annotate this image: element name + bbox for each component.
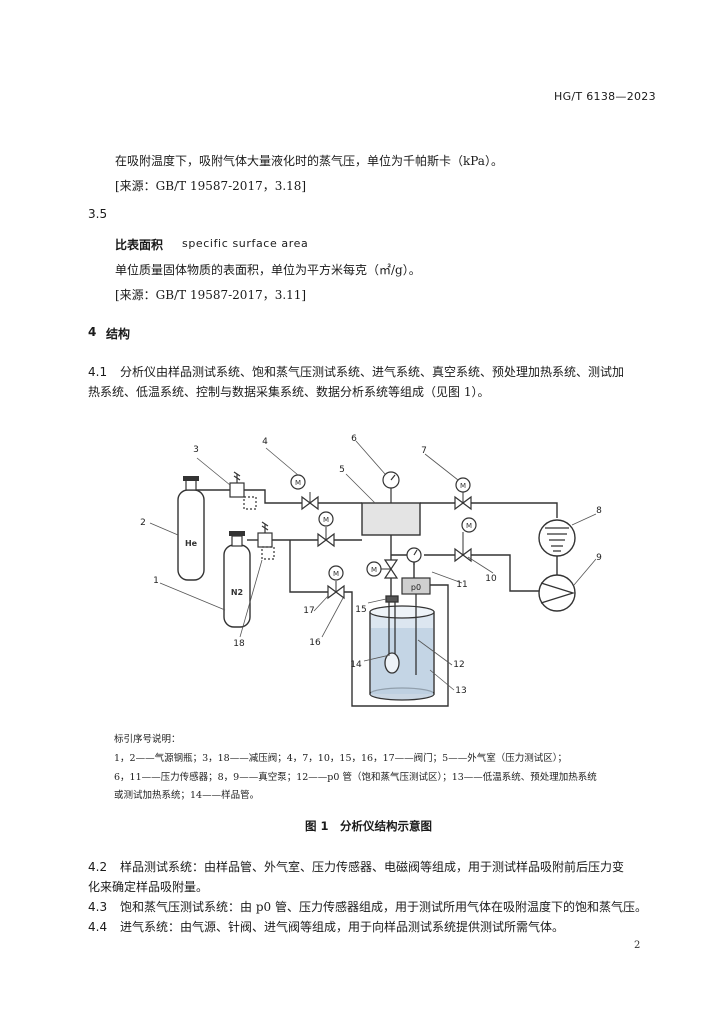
- dewar-vessel: [369, 605, 435, 701]
- definition-source: [来源：GB/T 19587-2017，3.18]: [115, 179, 307, 193]
- valve-17: [327, 565, 345, 600]
- sample-tube: [384, 595, 400, 674]
- vacuum-pump-9: [538, 574, 576, 612]
- legend-line-1: 1，2——气源钢瓶；3，18——减压阀；4，7，10，15，16，17——阀门；…: [114, 753, 567, 764]
- figure-caption: 分析仪结构示意图: [340, 819, 432, 833]
- callout-5: 5: [339, 465, 345, 475]
- callout-2: 2: [140, 518, 146, 528]
- callout-4: 4: [262, 437, 268, 447]
- page-number: 2: [634, 940, 641, 951]
- valve-n2-inlet: [317, 511, 335, 548]
- gas-cylinder-he: [177, 476, 205, 581]
- callout-6: 6: [351, 434, 357, 444]
- cylinder-he-label: He: [185, 539, 198, 548]
- clause-4-1-line2: 热系统、低温系统、控制与数据采集系统、数据分析系统等组成（见图 1）。: [88, 385, 490, 399]
- clause-number-4-3: 4.3: [88, 900, 108, 914]
- valve-7: [454, 477, 472, 511]
- callout-10: 10: [485, 574, 497, 584]
- clause-number-4-2: 4.2: [88, 860, 108, 874]
- pressure-regulator-3: [229, 471, 257, 510]
- clause-4-4-line1: 进气系统：由气源、针阀、进气阀等组成，用于向样品测试系统提供测试所需气体。: [120, 920, 565, 934]
- callout-11: 11: [456, 580, 467, 590]
- term-english: specific surface area: [182, 237, 309, 250]
- svg-text:M: M: [466, 522, 472, 530]
- callout-1: 1: [153, 576, 159, 586]
- clause-number-3-5: 3.5: [88, 207, 108, 221]
- legend-title: 标引序号说明：: [114, 734, 181, 745]
- callout-3: 3: [193, 445, 199, 455]
- legend-line-3: 或测试加热系统；14——样品管。: [114, 790, 260, 801]
- pressure-regulator-18: [257, 521, 275, 560]
- valve-4: [290, 474, 319, 511]
- clause-number-4-4: 4.4: [88, 920, 108, 934]
- callout-7: 7: [421, 446, 427, 456]
- p0-label: p0: [411, 583, 421, 592]
- gas-cylinder-n2: [223, 531, 251, 628]
- standard-number: HG/T 6138—2023: [554, 90, 656, 103]
- section-title: 结构: [106, 327, 131, 341]
- callout-15: 15: [355, 605, 366, 615]
- callout-13: 13: [455, 686, 466, 696]
- svg-text:M: M: [371, 566, 377, 574]
- clause-4-3-line1: 饱和蒸气压测试系统：由 p0 管、压力传感器组成，用于测试所用气体在吸附温度下的…: [120, 900, 647, 914]
- clause-4-2-line2: 化来确定样品吸附量。: [88, 880, 209, 894]
- term-chinese: 比表面积: [115, 238, 164, 252]
- valve-10: [454, 517, 477, 563]
- section-number-4: 4: [88, 325, 97, 339]
- valve-15: [366, 559, 399, 579]
- svg-text:M: M: [323, 516, 329, 524]
- callout-16: 16: [309, 638, 321, 648]
- term-definition: 单位质量固体物质的表面积，单位为平方米每克（㎡/g）。: [115, 263, 421, 277]
- callout-12: 12: [453, 660, 464, 670]
- vacuum-pump-8: [538, 519, 576, 557]
- callout-9: 9: [596, 553, 602, 563]
- outer-chamber: [361, 502, 421, 536]
- callout-8: 8: [596, 506, 602, 516]
- clause-4-1-line1: 分析仪由样品测试系统、饱和蒸气压测试系统、进气系统、真空系统、预处理加热系统、测…: [120, 365, 625, 379]
- callout-14: 14: [350, 660, 362, 670]
- figure-caption-number: 图 1: [305, 819, 329, 833]
- svg-text:M: M: [460, 482, 466, 490]
- legend-line-2: 6，11——压力传感器；8，9——真空泵；12——p0 管（饱和蒸气压测试区）；…: [114, 772, 597, 783]
- svg-text:M: M: [295, 479, 301, 487]
- svg-text:M: M: [333, 570, 339, 578]
- clause-number-4-1: 4.1: [88, 365, 108, 379]
- clause-4-2-line1: 样品测试系统：由样品管、外气室、压力传感器、电磁阀等组成，用于测试样品吸附前后压…: [120, 860, 625, 874]
- callout-18: 18: [233, 639, 245, 649]
- cylinder-n2-label: N2: [231, 588, 243, 597]
- definition-text: 在吸附温度下，吸附气体大量液化时的蒸气压，单位为千帕斯卡（kPa）。: [115, 154, 503, 168]
- term-source: [来源：GB/T 19587-2017，3.11]: [115, 288, 307, 302]
- callout-17: 17: [303, 606, 314, 616]
